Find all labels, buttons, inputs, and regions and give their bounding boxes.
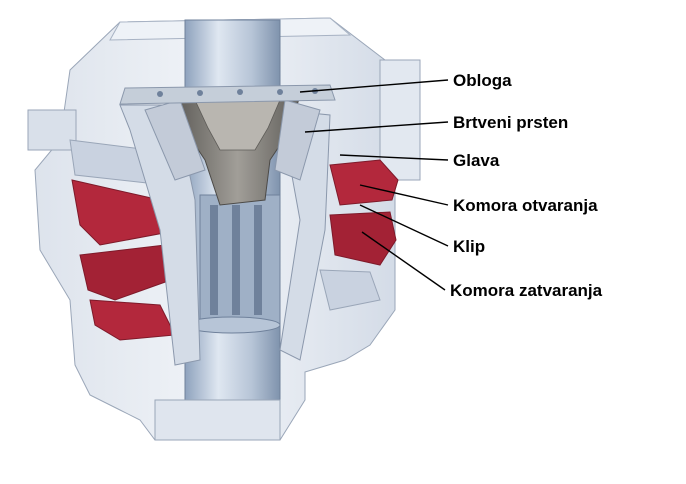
label-glava: Glava bbox=[453, 151, 500, 170]
leader-klip bbox=[359, 204, 449, 247]
leader-glava bbox=[339, 154, 449, 161]
leader-komora-zatvaranja bbox=[361, 231, 446, 291]
right-hydraulic-chambers bbox=[319, 159, 399, 311]
head-ring bbox=[119, 84, 336, 105]
leader-obloga bbox=[299, 79, 449, 93]
bottom-outlet bbox=[154, 399, 281, 441]
left-hydraulic-chambers bbox=[69, 139, 186, 341]
label-komora-otvaranja: Komora otvaranja bbox=[453, 196, 598, 215]
label-obloga: Obloga bbox=[453, 71, 512, 90]
central-bore bbox=[183, 19, 281, 441]
label-komora-zatvaranja: Komora zatvaranja bbox=[450, 281, 603, 300]
label-klip: Klip bbox=[453, 237, 486, 256]
leader-brtveni-prsten bbox=[304, 121, 449, 133]
label-brtveni-prsten: Brtveni prsten bbox=[453, 113, 569, 132]
packing-unit bbox=[144, 94, 321, 206]
leader-komora-otvaranja bbox=[359, 184, 449, 206]
leader-lines bbox=[299, 79, 449, 291]
